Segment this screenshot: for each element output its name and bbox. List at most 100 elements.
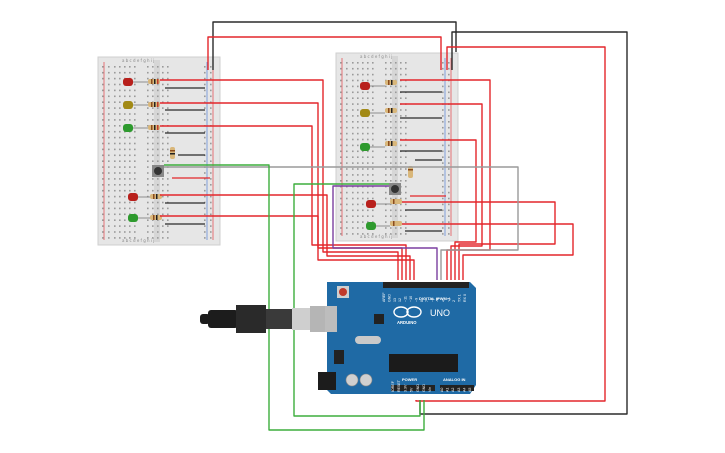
led-red-2[interactable] <box>128 193 150 201</box>
wire-red-l1[interactable] <box>160 79 399 280</box>
breadboard-hole <box>400 67 402 70</box>
resistor-7[interactable] <box>385 80 397 85</box>
breadboard-right[interactable]: a b c d e f g h i j a b c d e f g h i j <box>335 52 459 242</box>
rail-hole <box>108 201 110 204</box>
led-yellow-2[interactable] <box>360 109 385 117</box>
wire-red-top-1[interactable] <box>207 36 442 70</box>
breadboard-hole <box>152 83 154 86</box>
wire-purple[interactable] <box>332 185 438 280</box>
rail-hole <box>102 201 104 204</box>
resistor-8[interactable] <box>385 108 397 113</box>
breadboard-hole <box>167 119 169 121</box>
breadboard-hole <box>134 83 136 86</box>
breadboard-hole <box>152 237 154 239</box>
breadboard-hole <box>372 144 374 147</box>
wire-red-l4[interactable] <box>160 194 411 280</box>
rail-hole <box>204 101 206 103</box>
rail-hole <box>442 203 444 206</box>
breadboard-hole <box>119 95 121 98</box>
breadboard-hole <box>390 62 392 64</box>
led-red-1[interactable] <box>123 78 148 86</box>
rail-hole <box>102 83 104 86</box>
breadboard-hole <box>134 184 136 186</box>
breadboard-hole <box>390 197 392 200</box>
small-chip <box>374 314 384 324</box>
led-green-3[interactable] <box>360 143 385 151</box>
wire-green-2[interactable] <box>293 183 421 417</box>
wire-red-l5[interactable] <box>160 215 415 280</box>
breadboard-hole <box>167 83 169 86</box>
wire-red-r2[interactable] <box>400 103 483 280</box>
wire-red-r4[interactable] <box>402 201 556 280</box>
breadboard-hole <box>162 95 164 98</box>
rail-hole <box>102 125 104 127</box>
reset-button[interactable] <box>337 286 349 298</box>
wire-red-r5[interactable] <box>402 223 574 280</box>
resistor-11[interactable] <box>390 199 402 204</box>
arduino-uno[interactable]: UNO ARDUINO DIGITAL (PWM~) POWER ANALOG … <box>318 282 476 394</box>
rail-hole <box>346 79 348 82</box>
rail-hole <box>210 107 212 109</box>
breadboard-hole <box>162 160 164 162</box>
rail-hole <box>442 144 444 147</box>
breadboard-hole <box>400 85 402 88</box>
rail-hole <box>346 91 348 94</box>
led-red-4[interactable] <box>366 200 390 208</box>
breadboard-hole <box>129 178 131 180</box>
led-yellow-1[interactable] <box>123 101 148 109</box>
breadboard-hole <box>134 207 136 210</box>
resistor-10[interactable] <box>408 166 413 178</box>
resistor-4[interactable] <box>170 147 175 159</box>
breadboard-hole <box>395 62 397 64</box>
wire-gray[interactable] <box>164 166 519 280</box>
resistor-3[interactable] <box>148 125 160 130</box>
breadboard-hole <box>405 67 407 70</box>
resistor-1[interactable] <box>148 79 160 84</box>
wire-red-top-2[interactable] <box>415 46 606 402</box>
breadboard-hole <box>124 166 126 168</box>
breadboard-hole <box>390 91 392 94</box>
led-green-4[interactable] <box>366 222 390 230</box>
resistor-5[interactable] <box>150 194 162 199</box>
rail-hole <box>204 172 206 174</box>
led-red-3[interactable] <box>360 82 385 90</box>
rail-hole <box>210 237 212 239</box>
breadboard-hole <box>352 203 354 206</box>
pushbutton-right[interactable] <box>389 183 401 195</box>
breadboard-hole <box>147 154 149 157</box>
pushbutton-left[interactable] <box>152 165 164 177</box>
resistor-9[interactable] <box>385 141 397 146</box>
rail-hole <box>108 142 110 145</box>
breadboard-hole <box>385 126 387 129</box>
wire-green-1[interactable] <box>164 164 425 431</box>
resistor-2[interactable] <box>148 102 160 107</box>
breadboard-hole <box>390 233 392 235</box>
wire-red-r3[interactable] <box>400 139 477 280</box>
breadboard-hole <box>167 101 169 103</box>
breadboard-hole <box>162 195 164 198</box>
breadboard-hole <box>114 237 116 239</box>
crystal <box>355 336 381 344</box>
breadboard-hole <box>372 180 374 182</box>
wire-black-top-1[interactable] <box>212 21 457 70</box>
breadboard-hole <box>152 77 154 80</box>
breadboard-hole <box>362 103 364 105</box>
breadboard-hole <box>367 62 369 64</box>
resistor-12[interactable] <box>390 221 402 226</box>
breadboard-hole <box>362 233 364 235</box>
rail-hole <box>448 197 450 200</box>
resistor-6[interactable] <box>150 215 162 220</box>
rail-hole <box>210 225 212 227</box>
led-green-1[interactable] <box>123 124 148 132</box>
breadboard-hole <box>400 197 402 200</box>
breadboard-hole <box>357 150 359 153</box>
breadboard-hole <box>114 148 116 151</box>
breadboard-hole <box>167 136 169 139</box>
breadboard-hole <box>152 225 154 227</box>
breadboard-hole <box>134 107 136 109</box>
usb-cable[interactable] <box>200 305 334 333</box>
led-green-2[interactable] <box>128 214 150 222</box>
breadboard-hole <box>129 119 131 121</box>
breadboard-hole <box>357 62 359 64</box>
pin-label: ~5 <box>436 298 440 302</box>
